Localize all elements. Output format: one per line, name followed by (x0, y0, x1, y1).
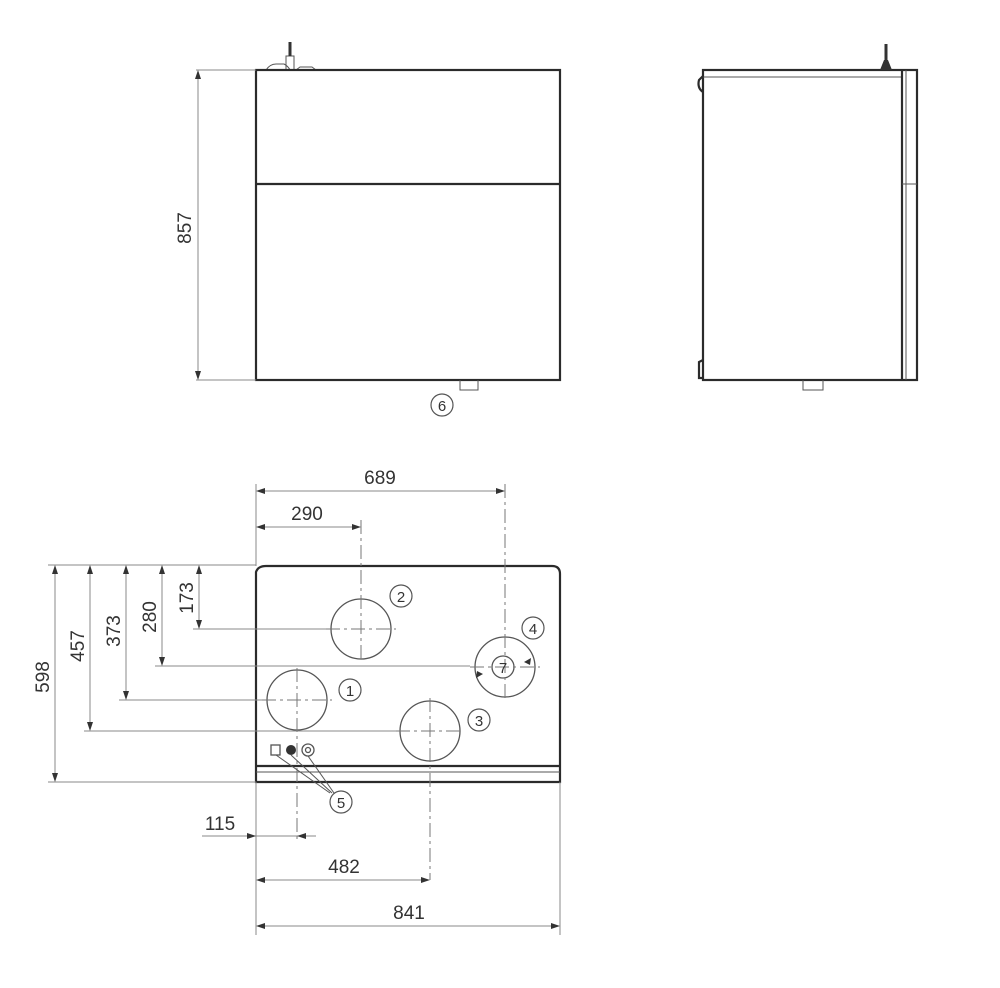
dim-173-label: 173 (177, 582, 198, 614)
connector-filled-icon (286, 745, 296, 755)
connector-square-icon (270, 744, 281, 756)
callout-3-circle (467, 708, 491, 732)
side-top-valve (880, 60, 892, 70)
dim-689-label: 689 (364, 468, 396, 489)
dim-290-label: 290 (291, 504, 323, 525)
callout-7-label: 7 (499, 660, 507, 677)
side-body (701, 68, 919, 382)
callout-5-circle (329, 790, 353, 814)
callout-4-label: 4 (529, 621, 537, 638)
side-hinge-bottom (697, 359, 704, 380)
dim-280-label: 280 (140, 601, 161, 633)
front-body (254, 68, 562, 382)
dim-841-label: 841 (393, 903, 425, 924)
top-fitting-left (265, 63, 291, 71)
callout-6-circle (430, 393, 454, 417)
side-hinge-top (697, 75, 704, 93)
top-fitting-right (295, 66, 317, 71)
dim-373-label: 373 (104, 615, 125, 647)
front-view: 857 6 (175, 42, 562, 417)
connector-ring-inner-icon (304, 746, 312, 754)
callout-2-label: 2 (397, 589, 405, 606)
side-drain-fitting (802, 380, 824, 391)
height-dimension-label: 857 (175, 212, 196, 244)
callout-6-label: 6 (438, 398, 446, 415)
callout-3-label: 3 (475, 713, 483, 730)
dim-457-label: 457 (68, 630, 89, 662)
callout-1-label: 1 (346, 683, 354, 700)
drain-fitting (459, 380, 479, 391)
top-body (254, 564, 562, 784)
callout-4-circle (521, 616, 545, 640)
side-view (697, 44, 919, 391)
connector-ring-outer-icon (301, 743, 315, 757)
callout-2-circle (389, 584, 413, 608)
dim-115-label: 115 (205, 814, 235, 835)
callout-5-label: 5 (337, 795, 345, 812)
dim-598-label: 598 (33, 661, 54, 693)
dim-482-label: 482 (328, 857, 360, 878)
top-valve (285, 55, 295, 71)
top-view: 2 1 3 4 7 5 689 290 598 (33, 468, 562, 935)
callout-1-circle (338, 678, 362, 702)
